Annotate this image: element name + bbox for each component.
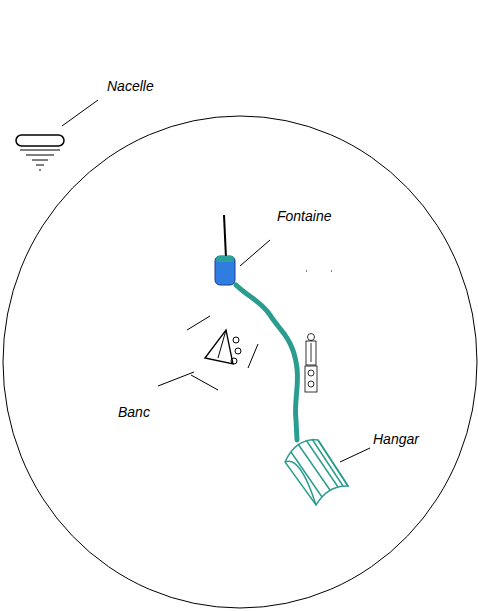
place-label: Fontaine (277, 208, 331, 225)
dot-mark (306, 271, 307, 272)
person-icon (305, 334, 317, 393)
leader-line (240, 240, 270, 266)
nacelle-icon (16, 135, 64, 170)
park-boundary (3, 116, 477, 608)
bench-icon (187, 316, 258, 390)
dot-mark (331, 271, 332, 272)
leader-line (62, 100, 98, 126)
place-label: Hangar (373, 431, 419, 448)
fountain-icon (215, 215, 235, 285)
hangar-icon (285, 439, 348, 505)
place-label: Nacelle (107, 78, 154, 95)
garden-path (236, 285, 297, 440)
leader-line (340, 448, 370, 462)
leader-line (158, 372, 194, 386)
place-label: Banc (118, 404, 150, 421)
